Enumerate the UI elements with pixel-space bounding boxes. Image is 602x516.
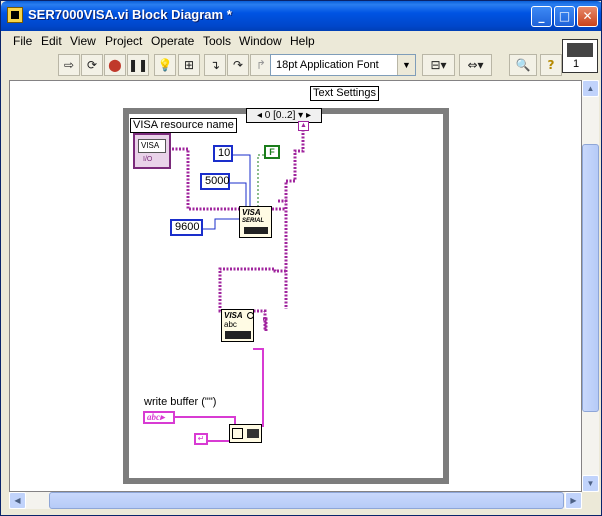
concat-output-icon — [247, 429, 259, 438]
write-buffer-label: write buffer ("") — [144, 396, 217, 408]
baud-rate-constant[interactable]: 9600 — [170, 219, 203, 236]
boolean-false-constant[interactable]: F — [264, 145, 280, 159]
scroll-left-icon[interactable]: ◀ — [9, 492, 26, 509]
visa-serial-sublabel: SERIAL — [242, 218, 265, 224]
visa-resource-label: VISA resource name — [130, 118, 237, 133]
toolbar: ⇨ ⟳ ⬤ ❚❚ 💡 ⊞ ↴ ↷ ↱ 18pt Application Font… — [1, 51, 601, 79]
visa-resource-constant[interactable]: VISA I/O — [133, 133, 171, 169]
visa-write-vi[interactable]: VISA abc — [221, 309, 254, 342]
context-help-icon[interactable]: ? — [540, 54, 562, 76]
block-diagram-canvas[interactable]: ◂ 0 [0..2] ▾ ▸ ▲ Text Settings — [9, 80, 582, 492]
string-wire-to-write — [253, 348, 264, 427]
scroll-down-icon[interactable]: ▼ — [582, 475, 599, 492]
visa-io-tag: I/O — [143, 156, 153, 163]
concatenate-strings-function[interactable] — [229, 424, 262, 443]
visa-wire-to-write — [218, 267, 286, 331]
text-settings-tip: Text Settings — [310, 86, 379, 101]
menu-view[interactable]: View — [70, 34, 96, 48]
visa-wire-to-serial — [165, 147, 240, 211]
labview-app-icon — [7, 7, 23, 23]
visa-configure-serial-port-vi[interactable]: VISA SERIAL — [239, 206, 272, 238]
scroll-right-icon[interactable]: ▶ — [565, 492, 582, 509]
pause-icon[interactable]: ❚❚ — [127, 54, 149, 76]
visa-serial-label: VISA — [242, 208, 261, 217]
vi-icon-graphic — [567, 43, 593, 57]
visa-write-label: VISA — [224, 311, 243, 320]
bytes-wire — [229, 182, 247, 209]
sequence-local-icon[interactable]: ▲ — [298, 121, 309, 131]
menu-bar: File Edit View Project Operate Tools Win… — [1, 31, 601, 51]
menu-project[interactable]: Project — [105, 34, 143, 48]
title-bar[interactable]: SER7000VISA.vi Block Diagram * _ □ ✕ — [1, 1, 601, 31]
vi-icon-number: 1 — [573, 58, 580, 70]
visa-resource-value[interactable]: VISA — [138, 139, 166, 153]
scroll-up-icon[interactable]: ▲ — [582, 80, 599, 97]
run-arrow-icon[interactable]: ⇨ — [58, 54, 80, 76]
distribute-objects-icon[interactable]: ⇔▾ — [459, 54, 492, 76]
text-settings-dropdown[interactable]: 18pt Application Font ▼ — [270, 54, 416, 76]
serial-port-icon — [244, 227, 268, 234]
resize-grip[interactable] — [582, 492, 599, 509]
minimize-button[interactable]: _ — [531, 6, 552, 27]
write-buffer-wire — [175, 416, 236, 426]
maximize-button[interactable]: □ — [554, 6, 575, 27]
step-over-icon[interactable]: ↷ — [227, 54, 249, 76]
font-setting-value: 18pt Application Font — [276, 59, 379, 71]
menu-help[interactable]: Help — [290, 34, 315, 48]
menu-window[interactable]: Window — [239, 34, 282, 48]
sequence-frame-selector[interactable]: ◂ 0 [0..2] ▾ ▸ — [246, 108, 322, 123]
wires-layer — [165, 131, 305, 442]
bytes-constant[interactable]: 5000 — [200, 173, 230, 190]
abort-execution-icon[interactable]: ⬤ — [104, 54, 126, 76]
align-objects-icon[interactable]: ⊟▾ — [422, 54, 455, 76]
search-icon[interactable]: 🔍 — [509, 54, 537, 76]
run-continuously-icon[interactable]: ⟳ — [81, 54, 103, 76]
boolean-wire — [257, 154, 264, 209]
write-buffer-string-constant[interactable]: abc▸ — [143, 411, 175, 424]
timeout-wire — [232, 154, 251, 209]
clock-icon — [247, 312, 254, 319]
vi-icon[interactable]: 1 — [562, 39, 598, 73]
step-into-icon[interactable]: ↴ — [204, 54, 226, 76]
menu-file[interactable]: File — [13, 34, 33, 48]
menu-tools[interactable]: Tools — [203, 34, 232, 48]
horizontal-scrollbar[interactable]: ◀ ▶ — [9, 492, 582, 509]
visa-wire-to-local — [272, 131, 305, 211]
enter-key-icon[interactable]: ↵ — [194, 433, 208, 445]
concat-input-icon — [232, 428, 243, 439]
horizontal-scroll-thumb[interactable] — [49, 492, 564, 509]
highlight-execution-icon[interactable]: 💡 — [154, 54, 176, 76]
write-icon — [225, 331, 251, 339]
baud-wire — [202, 218, 240, 230]
menu-operate[interactable]: Operate — [151, 34, 195, 48]
visa-write-sublabel: abc — [224, 320, 237, 329]
retain-wire-values-icon[interactable]: ⊞ — [178, 54, 200, 76]
close-button[interactable]: ✕ — [577, 6, 598, 27]
menu-edit[interactable]: Edit — [41, 34, 62, 48]
timeout-constant[interactable]: 10 — [213, 145, 233, 162]
vertical-scrollbar[interactable]: ▲ ▼ — [582, 80, 599, 492]
chevron-down-icon[interactable]: ▼ — [397, 55, 415, 75]
vertical-scroll-thumb[interactable] — [582, 144, 599, 412]
window-title: SER7000VISA.vi Block Diagram * — [28, 7, 232, 22]
step-out-icon[interactable]: ↱ — [250, 54, 272, 76]
